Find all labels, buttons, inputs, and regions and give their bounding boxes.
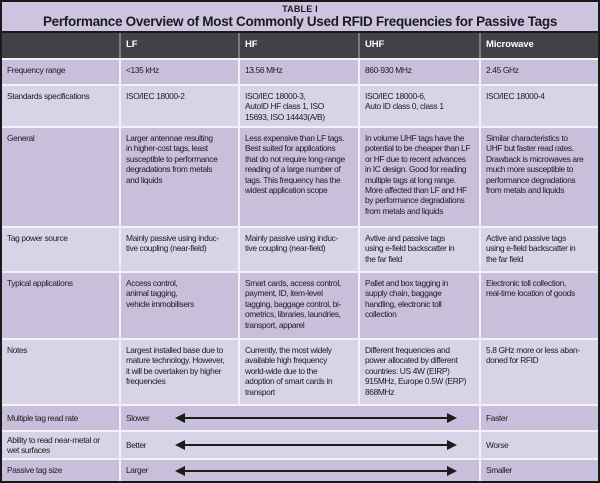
cell-lf: Larger antennae resulting in higher-cost… bbox=[119, 128, 238, 226]
table-row-standards: Standards specifications ISO/IEC 18000-2… bbox=[2, 84, 598, 126]
cell-uhf: In volume UHF tags have the potential to… bbox=[358, 128, 479, 226]
scale-left-value: Slower bbox=[126, 412, 150, 423]
table-row-tag-power-source: Tag power source Mainly passive using in… bbox=[2, 226, 598, 271]
table-number: TABLE I bbox=[282, 4, 318, 14]
cell-hf: Currently, the most widely available hig… bbox=[238, 340, 358, 404]
cell-lf: Largest installed base due to mature tec… bbox=[119, 340, 238, 404]
scale-right-value: Worse bbox=[479, 432, 598, 458]
cell-hf: Mainly passive using induc- tive couplin… bbox=[238, 228, 358, 271]
table-row-notes: Notes Largest installed base due to matu… bbox=[2, 338, 598, 404]
cell-lf: Mainly passive using induc- tive couplin… bbox=[119, 228, 238, 271]
cell-hf: ISO/IEC 18000-3, AutoID HF class 1, ISO … bbox=[238, 86, 358, 126]
scale-span-cell: Slower bbox=[119, 406, 479, 430]
cell-microwave: ISO/IEC 18000-4 bbox=[479, 86, 598, 126]
row-label: Passive tag size bbox=[7, 465, 62, 476]
scale-right-value: Smaller bbox=[479, 460, 598, 481]
scale-span-cell: Better bbox=[119, 432, 479, 458]
cell-hf: 13.56 MHz bbox=[238, 60, 358, 84]
cell-hf: Smart cards, access control, payment, ID… bbox=[238, 273, 358, 338]
header-row: LF HF UHF Microwave bbox=[2, 33, 598, 58]
cell-lf: <135 kHz bbox=[119, 60, 238, 84]
header-cell-empty bbox=[2, 33, 119, 58]
scale-right-value: Faster bbox=[479, 406, 598, 430]
cell-hf: Less expensive than LF tags. Best suited… bbox=[238, 128, 358, 226]
header-cell-hf: HF bbox=[238, 33, 358, 58]
cell-microwave: Similar characteristics to UHF but faste… bbox=[479, 128, 598, 226]
scale-span-cell: Larger bbox=[119, 460, 479, 481]
cell-lf: ISO/IEC 18000-2 bbox=[119, 86, 238, 126]
row-label: General bbox=[7, 133, 35, 143]
table-title: Performance Overview of Most Commonly Us… bbox=[42, 14, 558, 29]
scale-left-value: Better bbox=[126, 439, 147, 450]
cell-uhf: Different frequencies and power allocate… bbox=[358, 340, 479, 404]
row-label: Notes bbox=[7, 345, 28, 355]
double-arrow-icon bbox=[175, 465, 457, 476]
header-cell-uhf: UHF bbox=[358, 33, 479, 58]
table-row-general: General Larger antennae resulting in hig… bbox=[2, 126, 598, 226]
double-arrow-icon bbox=[175, 413, 457, 423]
table-row-passive-tag-size: Passive tag size Larger Smaller bbox=[2, 458, 598, 481]
row-label: Ability to read near-metal or wet surfac… bbox=[7, 434, 100, 455]
header-cell-lf: LF bbox=[119, 33, 238, 58]
cell-uhf: Pallet and box tagging in supply chain, … bbox=[358, 273, 479, 338]
header-cell-microwave: Microwave bbox=[479, 33, 598, 58]
row-label: Typical applications bbox=[7, 278, 73, 288]
row-label: Multiple tag read rate bbox=[7, 412, 78, 423]
scale-left-value: Larger bbox=[126, 465, 149, 476]
table-row-near-metal-ability: Ability to read near-metal or wet surfac… bbox=[2, 430, 598, 458]
row-label: Tag power source bbox=[7, 233, 68, 243]
table-row-frequency-range: Frequency range <135 kHz 13.56 MHz 860-9… bbox=[2, 58, 598, 84]
cell-uhf: Avtive and passive tags using e-field ba… bbox=[358, 228, 479, 271]
cell-lf: Access control, animal tagging, vehicle … bbox=[119, 273, 238, 338]
row-label: Frequency range bbox=[7, 65, 66, 75]
table-row-multiple-tag-read-rate: Multiple tag read rate Slower Faster bbox=[2, 404, 598, 430]
table-caption: TABLE I Performance Overview of Most Com… bbox=[2, 2, 598, 33]
cell-microwave: Electronic toll collection, real-time lo… bbox=[479, 273, 598, 338]
row-label: Standards specifications bbox=[7, 91, 90, 101]
double-arrow-icon bbox=[175, 440, 457, 450]
cell-microwave: 5.8 GHz more or less aban- doned for RFI… bbox=[479, 340, 598, 404]
table-row-typical-applications: Typical applications Access control, ani… bbox=[2, 271, 598, 338]
cell-microwave: Active and passive tags using e-field ba… bbox=[479, 228, 598, 271]
cell-uhf: 860-930 MHz bbox=[358, 60, 479, 84]
cell-microwave: 2.45 GHz bbox=[479, 60, 598, 84]
cell-uhf: ISO/IEC 18000-6, Auto ID class 0, class … bbox=[358, 86, 479, 126]
